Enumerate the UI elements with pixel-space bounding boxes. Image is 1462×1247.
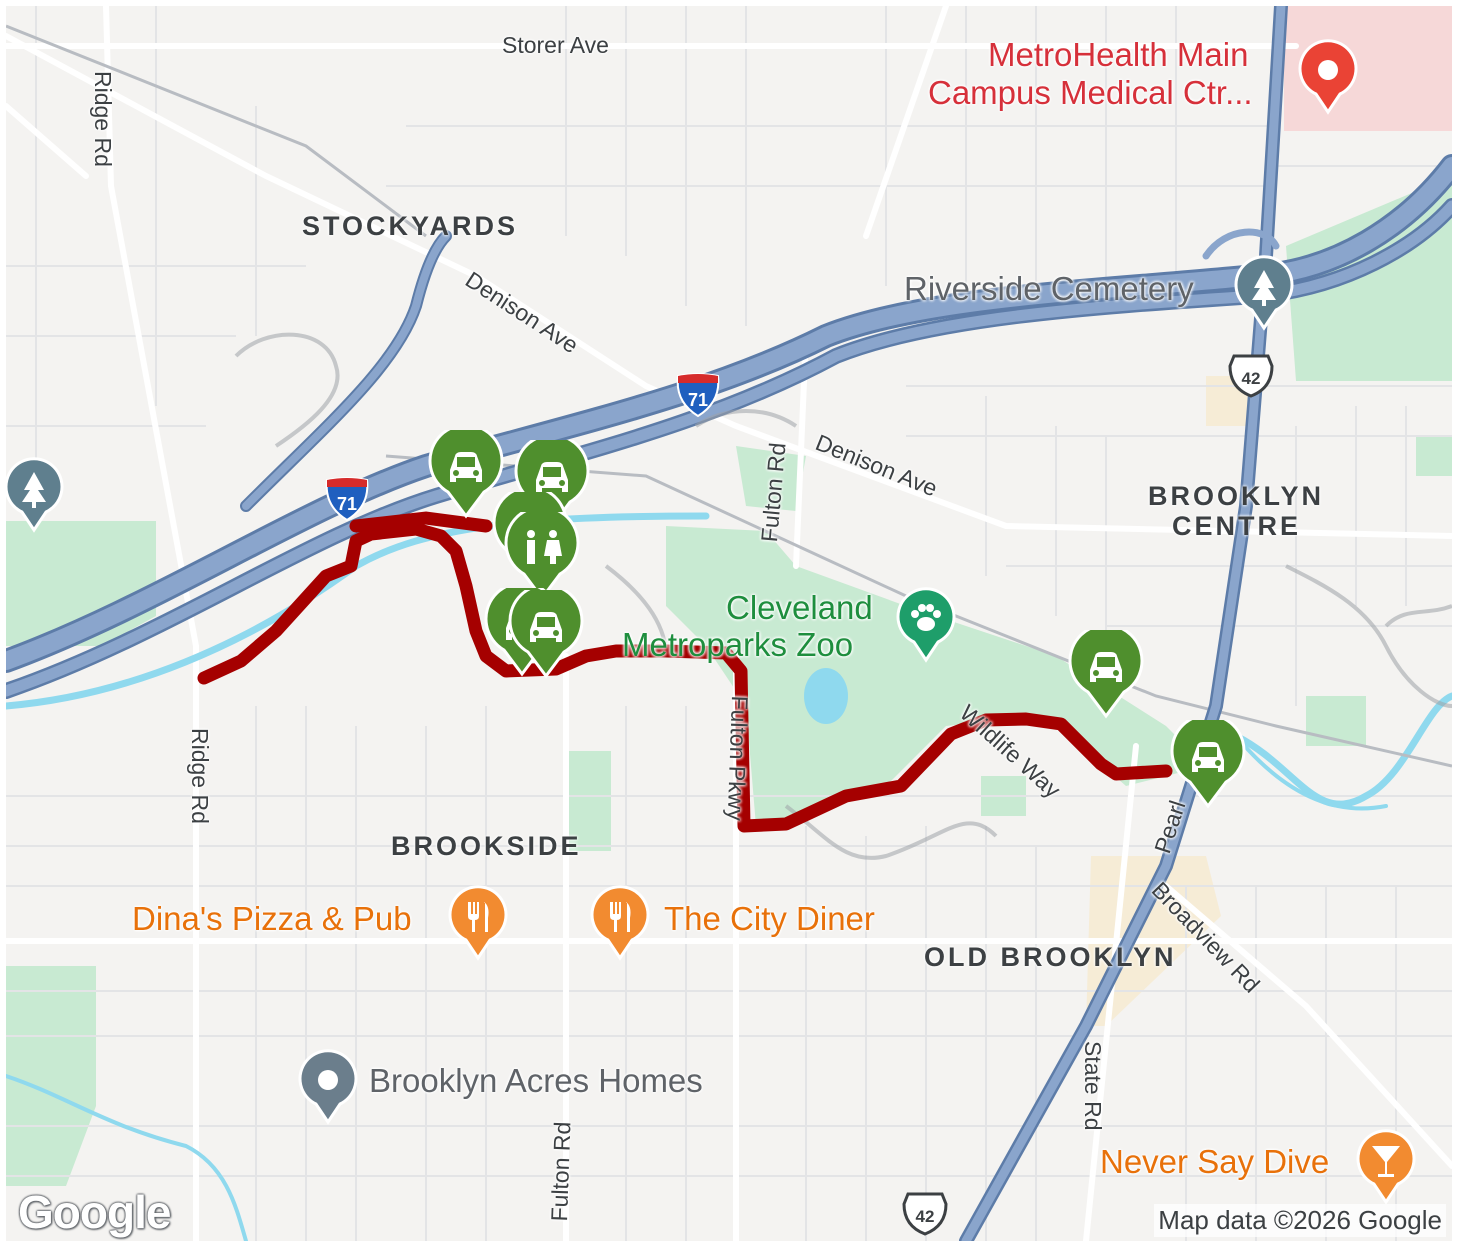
fork-knife-icon[interactable] (446, 882, 510, 966)
poi-label-metrohealth[interactable]: Campus Medical Ctr... (928, 74, 1253, 111)
major-streets (6, 6, 1452, 1241)
street-label: Fulton Rd (546, 1121, 576, 1222)
terrain-contours (234, 332, 1452, 860)
street-label: Fulton Pkwy (722, 695, 753, 822)
minor-streets (6, 6, 1452, 1241)
neighborhood-label: BROOKSIDE (391, 831, 582, 861)
location-pin-icon[interactable] (296, 1046, 360, 1130)
restroom-icon[interactable] (504, 512, 580, 601)
poi-label-riverside-cemetery[interactable]: Riverside Cemetery (904, 270, 1194, 307)
svg-text:42: 42 (916, 1207, 935, 1226)
us-route-shield-icon: 42 (1228, 352, 1274, 403)
svg-text:71: 71 (337, 494, 357, 514)
map-canvas[interactable]: Storer Ave Ridge Rd Ridge Rd Denison Ave… (6, 6, 1452, 1241)
cocktail-icon[interactable] (1354, 1126, 1418, 1210)
car-icon[interactable] (514, 440, 590, 529)
neighborhood-label: BROOKLYN (1148, 481, 1325, 511)
fork-knife-icon[interactable] (588, 882, 652, 966)
poi-label-zoo[interactable]: Metroparks Zoo (622, 626, 854, 663)
park-areas (6, 176, 1452, 1186)
poi-label-brooklyn-acres[interactable]: Brooklyn Acres Homes (369, 1062, 703, 1099)
svg-text:71: 71 (688, 390, 708, 410)
car-icon[interactable] (1068, 630, 1144, 719)
interstate-shield-icon: 71 (675, 372, 721, 423)
walking-route (197, 522, 1173, 833)
street-label: Ridge Rd (90, 71, 116, 167)
poi-label-zoo[interactable]: Cleveland (726, 589, 873, 626)
poi-label-city-diner[interactable]: The City Diner (664, 900, 875, 937)
poi-label-never-say-dive[interactable]: Never Say Dive (1100, 1143, 1330, 1180)
car-icon[interactable] (508, 590, 584, 679)
street-label: Storer Ave (502, 32, 609, 58)
railroad (6, 24, 1452, 768)
us-route-shield-icon: 42 (902, 1190, 948, 1241)
street-label: Ridge Rd (187, 728, 213, 824)
google-logo[interactable]: Google (18, 1186, 171, 1238)
poi-label-dinas-pizza[interactable]: Dina's Pizza & Pub (132, 900, 412, 937)
neighborhood-label: OLD BROOKLYN (924, 942, 1177, 972)
interstate-shield-icon: 71 (324, 476, 370, 527)
tree-icon[interactable] (1232, 252, 1296, 336)
paw-icon[interactable] (894, 584, 958, 668)
neighborhood-label: CENTRE (1172, 511, 1302, 541)
street-label: State Rd (1080, 1041, 1106, 1131)
map-attribution[interactable]: Map data ©2026 Google (1154, 1204, 1446, 1237)
svg-text:42: 42 (1242, 369, 1261, 388)
location-pin-icon[interactable] (1296, 36, 1360, 120)
car-icon[interactable] (1170, 720, 1246, 809)
poi-label-metrohealth[interactable]: MetroHealth Main (988, 36, 1249, 73)
neighborhood-label: STOCKYARDS (302, 211, 519, 241)
tree-icon[interactable] (6, 454, 66, 538)
car-icon[interactable] (428, 430, 504, 519)
